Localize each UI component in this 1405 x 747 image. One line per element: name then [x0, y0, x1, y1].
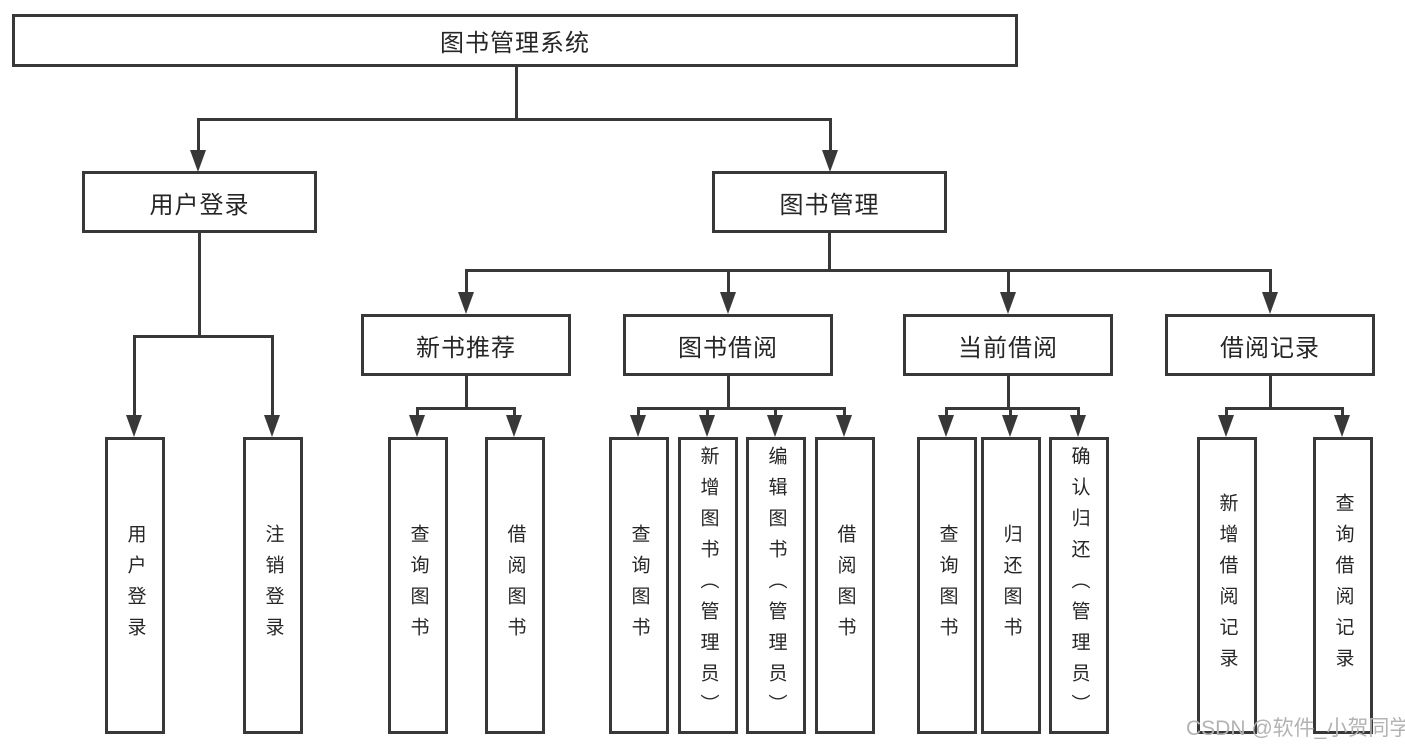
- connector-arrow-stem: [465, 269, 468, 295]
- leaf-label: 新增借阅记录: [1216, 492, 1238, 679]
- connector-arrow-stem: [727, 269, 730, 295]
- leaf-edit-books-admin: 编辑图书（管理员）: [746, 437, 806, 734]
- leaf-label: 查询借阅记录: [1332, 492, 1354, 679]
- connector-arrow-stem: [637, 407, 640, 419]
- connector-level2-hline: [197, 118, 832, 121]
- leaf-label: 查询图书: [407, 523, 429, 648]
- leaf-label: 注销登录: [262, 523, 284, 648]
- arrow-down-icon: [1218, 415, 1234, 437]
- connector-arrow-stem: [829, 118, 832, 153]
- connector-arrow-stem: [1077, 407, 1080, 419]
- leaf-label: 新增图书（管理员）: [697, 446, 719, 725]
- arrow-down-icon: [1002, 415, 1018, 437]
- arrow-down-icon: [938, 415, 954, 437]
- arrow-down-icon: [836, 415, 852, 437]
- connector-group-stem: [727, 375, 730, 409]
- leaf-label: 查询图书: [936, 523, 958, 648]
- leaf-add-borrow-record: 新增借阅记录: [1197, 437, 1257, 734]
- node-book-management: 图书管理: [712, 171, 947, 233]
- connector-group-hline: [637, 407, 846, 410]
- connector-arrow-stem: [843, 407, 846, 419]
- connector-arrow-stem: [513, 407, 516, 419]
- arrow-down-icon: [190, 150, 206, 172]
- leaf-borrow-books: 借阅图书: [485, 437, 545, 734]
- arrow-down-icon: [126, 415, 142, 437]
- csdn-watermark: CSDN @软件_小贺同学: [1186, 717, 1405, 740]
- connector-arrow-stem: [416, 407, 419, 419]
- arrow-down-icon: [1000, 292, 1016, 314]
- leaf-label: 借阅图书: [834, 523, 856, 648]
- connector-arrow-stem: [197, 118, 200, 153]
- leaf-return-books: 归还图书: [981, 437, 1041, 734]
- connector-root-stem: [515, 66, 518, 120]
- connector-arrow-stem: [271, 335, 274, 417]
- leaf-logout: 注销登录: [243, 437, 303, 734]
- connector-arrow-stem: [774, 407, 777, 419]
- leaf-query-books: 查询图书: [917, 437, 977, 734]
- leaf-label: 归还图书: [1000, 523, 1022, 648]
- connector-userlogin-hline: [133, 335, 274, 338]
- connector-userlogin-stem: [198, 232, 201, 337]
- leaf-query-borrow-record: 查询借阅记录: [1313, 437, 1373, 734]
- arrow-down-icon: [630, 415, 646, 437]
- node-new-book-recommendation: 新书推荐: [361, 314, 571, 376]
- connector-bookmgmt-stem: [828, 232, 831, 271]
- leaf-confirm-return-admin: 确认归还（管理员）: [1049, 437, 1109, 734]
- arrow-down-icon: [699, 415, 715, 437]
- connector-arrow-stem: [1007, 269, 1010, 295]
- connector-arrow-stem: [1341, 407, 1344, 419]
- connector-group-stem: [1007, 375, 1010, 409]
- leaf-query-books: 查询图书: [609, 437, 669, 734]
- node-borrowing-records: 借阅记录: [1165, 314, 1375, 376]
- leaf-label: 借阅图书: [504, 523, 526, 648]
- leaf-label: 编辑图书（管理员）: [765, 446, 787, 725]
- arrow-down-icon: [458, 292, 474, 314]
- connector-arrow-stem: [133, 335, 136, 417]
- connector-group-stem: [465, 375, 468, 409]
- connector-group-hline: [945, 407, 1080, 410]
- connector-arrow-stem: [1269, 269, 1272, 295]
- leaf-add-books-admin: 新增图书（管理员）: [678, 437, 738, 734]
- connector-arrow-stem: [706, 407, 709, 419]
- connector-group-hline: [1225, 407, 1344, 410]
- arrow-down-icon: [409, 415, 425, 437]
- arrow-down-icon: [1262, 292, 1278, 314]
- connector-arrow-stem: [1225, 407, 1228, 419]
- leaf-user-login: 用户登录: [105, 437, 165, 734]
- arrow-down-icon: [767, 415, 783, 437]
- node-user-login: 用户登录: [82, 171, 317, 233]
- leaf-label: 查询图书: [628, 523, 650, 648]
- leaf-query-books: 查询图书: [388, 437, 448, 734]
- arrow-down-icon: [1070, 415, 1086, 437]
- arrow-down-icon: [1334, 415, 1350, 437]
- node-book-borrowing: 图书借阅: [623, 314, 833, 376]
- node-current-borrowing: 当前借阅: [903, 314, 1113, 376]
- connector-arrow-stem: [1009, 407, 1012, 419]
- connector-group-stem: [1269, 375, 1272, 409]
- arrow-down-icon: [822, 150, 838, 172]
- connector-level3-hline: [465, 269, 1272, 272]
- connector-group-hline: [416, 407, 516, 410]
- node-library-management-system: 图书管理系统: [12, 14, 1018, 67]
- arrow-down-icon: [506, 415, 522, 437]
- leaf-label: 确认归还（管理员）: [1068, 446, 1090, 725]
- connector-arrow-stem: [945, 407, 948, 419]
- arrow-down-icon: [264, 415, 280, 437]
- arrow-down-icon: [720, 292, 736, 314]
- leaf-borrow-books: 借阅图书: [815, 437, 875, 734]
- leaf-label: 用户登录: [124, 523, 146, 648]
